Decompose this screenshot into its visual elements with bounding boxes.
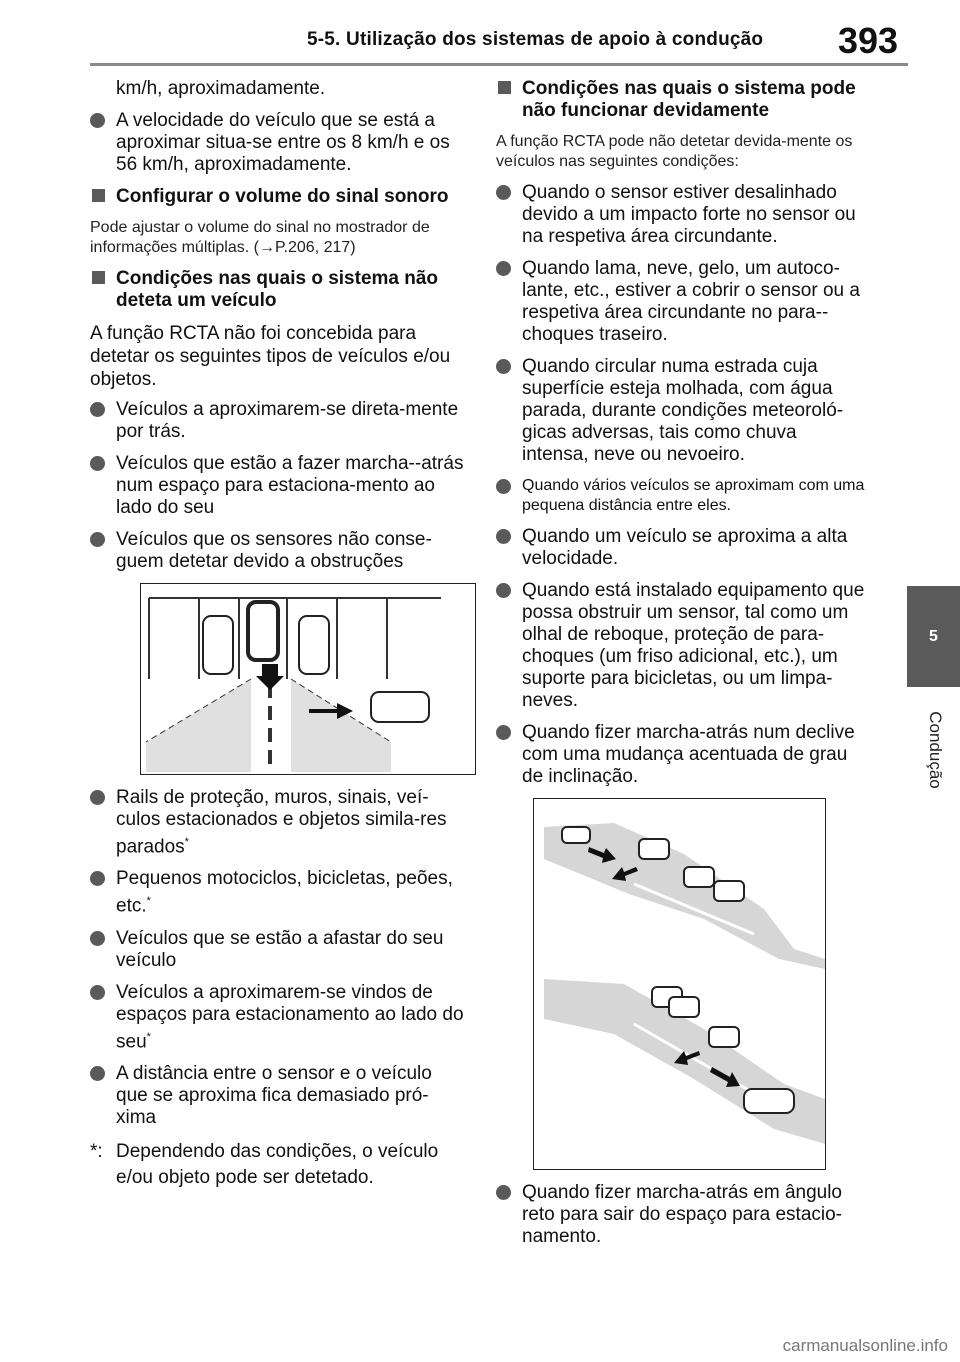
list-item: Quando vários veículos se aproximam com … <box>496 476 866 516</box>
list-item-text: Quando um veículo se aproxima a alta vel… <box>522 526 848 569</box>
chapter-tab[interactable]: 5 <box>907 586 960 687</box>
list-item-text: Quando está instalado equipamento que po… <box>522 580 865 711</box>
bullet-icon <box>496 725 511 740</box>
list-item: A distância entre o sensor e o veículo q… <box>90 1063 468 1129</box>
list-item-text: Veículos que estão a fazer marcha--atrás… <box>116 453 464 518</box>
list-item: Quando um veículo se aproxima a alta vel… <box>496 526 866 570</box>
bullet-icon <box>496 479 511 494</box>
list-item-text: Quando vários veículos se aproximam com … <box>522 477 865 514</box>
list-item-text: A velocidade do veículo que se está a ap… <box>116 110 450 175</box>
list-item: Quando fizer marcha-atrás num declive co… <box>496 722 866 788</box>
footnote-text: Dependendo das condições, o veículo e/ou… <box>116 1140 439 1188</box>
list-item: Veículos a aproximarem-se vindos de espa… <box>90 982 468 1053</box>
bullet-icon <box>90 984 105 1000</box>
heading-text: Condições nas quais o sistema pode não f… <box>522 78 856 121</box>
bullet-icon <box>90 1065 105 1081</box>
bullet-icon <box>90 113 105 128</box>
heading-text: Configurar o volume do sinal sonoro <box>116 186 449 207</box>
list-item: Quando fizer marcha-atrás em ângulo reto… <box>496 1182 866 1248</box>
bullet-icon <box>496 185 511 200</box>
list-item: Quando circular numa estrada cuja superf… <box>496 356 866 466</box>
list-item-text: Pequenos motociclos, bicicletas, peões, … <box>116 868 453 917</box>
list-item-text: Quando circular numa estrada cuja superf… <box>522 356 844 465</box>
list-item: Pequenos motociclos, bicicletas, peões, … <box>90 868 468 917</box>
list-item: Veículos que se estão a afastar do seu v… <box>90 928 468 972</box>
bullet-icon <box>90 456 105 471</box>
section-heading: Condições nas quais o sistema não deteta… <box>90 268 468 312</box>
list-item-text: Veículos a aproximarem-se direta-mente p… <box>116 399 459 442</box>
intro-continuation: km/h, aproximadamente. <box>116 78 326 99</box>
list-item: A velocidade do veículo que se está a ap… <box>90 110 468 176</box>
list-item-text: Quando o sensor estiver desalinhado devi… <box>522 182 856 247</box>
bullet-icon <box>496 529 511 544</box>
list-item-text: Veículos a aproximarem-se vindos de espa… <box>116 981 464 1052</box>
list-item-text: A distância entre o sensor e o veículo q… <box>116 1062 432 1128</box>
footnote: *: Dependendo das condições, o veículo e/… <box>90 1139 468 1191</box>
bullet-icon <box>496 359 511 374</box>
bullet-icon <box>90 930 105 946</box>
footnote-marker: * <box>146 895 151 908</box>
section-text: A função RCTA não foi concebida para det… <box>90 323 451 390</box>
list-item: Quando lama, neve, gelo, um autoco-lante… <box>496 258 866 346</box>
chapter-number: 5 <box>929 627 938 645</box>
watermark: carmanualsonline.info <box>782 1336 948 1355</box>
list-item-text: Quando fizer marcha-atrás num declive co… <box>522 722 855 787</box>
square-bullet-icon <box>92 271 105 284</box>
left-column: km/h, aproximadamente. A velocidade do v… <box>90 78 476 1191</box>
footnote-mark: *: <box>90 1140 103 1162</box>
slope-drawing <box>544 823 825 1144</box>
bullet-icon <box>90 532 105 547</box>
right-column: Condições nas quais o sistema pode não f… <box>496 78 866 1258</box>
footnote-marker: * <box>184 836 189 848</box>
footnote-marker: * <box>146 1030 151 1043</box>
list-item-text: Rails de proteção, muros, sinais, veí-cu… <box>116 787 447 858</box>
bullet-icon <box>496 1185 511 1200</box>
chapter-label: Condução <box>926 711 945 789</box>
list-item-text: Veículos que os sensores não conse-guem … <box>116 529 432 572</box>
section-text: A função RCTA pode não detetar devida-me… <box>496 133 853 170</box>
list-item: Rails de proteção, muros, sinais, veí-cu… <box>90 787 468 858</box>
heading-text: Condições nas quais o sistema não deteta… <box>116 268 439 311</box>
list-item: Veículos que os sensores não conse-guem … <box>90 529 468 573</box>
list-item: Veículos que estão a fazer marcha--atrás… <box>90 453 468 519</box>
parking-lot-drawing <box>141 584 475 772</box>
header-title: 5-5. Utilização dos sistemas de apoio à … <box>307 29 764 50</box>
page-number: 393 <box>838 20 899 61</box>
bullet-icon <box>90 402 105 417</box>
square-bullet-icon <box>92 189 105 202</box>
section-heading: Configurar o volume do sinal sonoro <box>90 186 468 208</box>
slope-illustration <box>533 798 826 1170</box>
bullet-icon <box>90 871 105 887</box>
parking-lot-illustration <box>140 583 476 775</box>
section-heading: Condições nas quais o sistema pode não f… <box>496 78 866 122</box>
header-rule <box>90 63 908 66</box>
list-item-text: Quando fizer marcha-atrás em ângulo reto… <box>522 1182 843 1247</box>
list-item: Veículos a aproximarem-se direta-mente p… <box>90 399 468 443</box>
section-text: Pode ajustar o volume do sinal no mostra… <box>90 219 430 256</box>
bullet-icon <box>496 261 511 276</box>
list-item-text: Veículos que se estão a afastar do seu v… <box>116 927 444 971</box>
list-item: Quando está instalado equipamento que po… <box>496 580 866 712</box>
list-item-text: Quando lama, neve, gelo, um autoco-lante… <box>522 258 860 345</box>
bullet-icon <box>90 790 105 805</box>
square-bullet-icon <box>498 81 511 94</box>
bullet-icon <box>496 583 511 598</box>
list-item: Quando o sensor estiver desalinhado devi… <box>496 182 866 248</box>
